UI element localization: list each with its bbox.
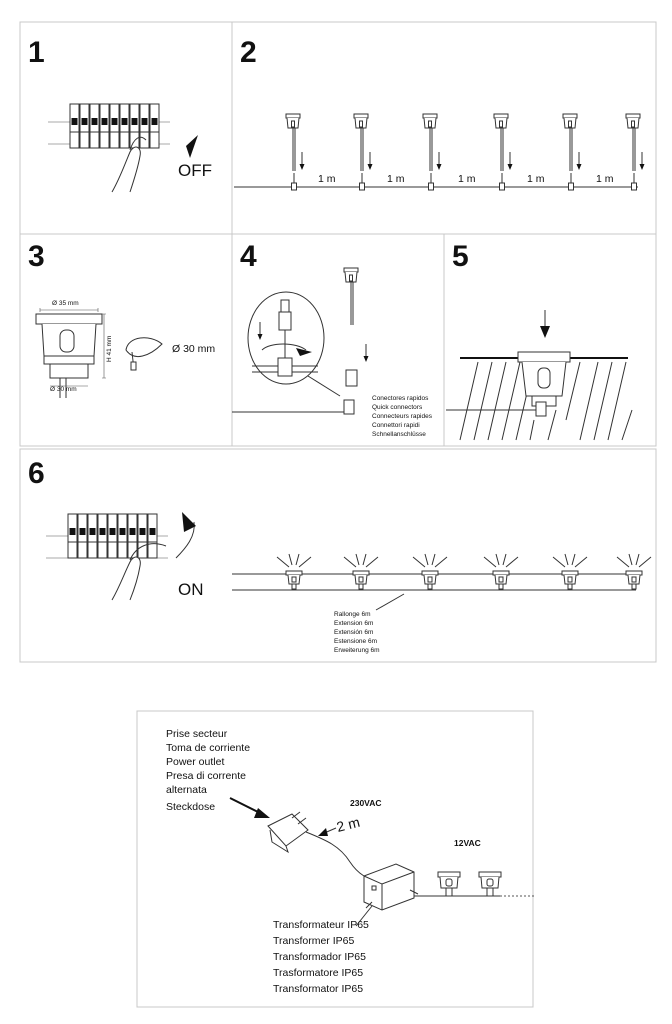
power-outlet-label: Steckdose (166, 801, 215, 813)
transformer-pointer (355, 905, 373, 927)
quick-connectors-label: Conectores rapidos (372, 395, 429, 402)
quick-connector-detail (232, 267, 369, 415)
step-number-2: 2 (240, 36, 257, 69)
step-number-5: 5 (452, 240, 469, 273)
step-number-6: 6 (28, 457, 45, 490)
quick-connectors-label: Connettori rapidi (372, 422, 420, 429)
cable-length-marker (318, 827, 337, 836)
off-arrow-icon (186, 135, 198, 158)
quick-connectors-label: Quick connectors (372, 404, 423, 411)
breaker-panel-on (46, 513, 195, 601)
voltage-in-label: 230VAC (350, 798, 382, 808)
power-outlet-label: Toma de corriente (166, 742, 250, 754)
cable-length-label: 2 m (335, 814, 362, 835)
transformer-label: Transformateur IP65 (273, 919, 369, 931)
panel-6 (19, 448, 657, 663)
bottom-diameter-label: Ø 30 mm (50, 386, 77, 393)
power-outlet-label: alternata (166, 784, 207, 796)
transformer-label: Transformador IP65 (273, 951, 366, 963)
spacing-label: 1 m (387, 173, 405, 185)
pointer-arrow (229, 797, 270, 818)
spot-dimension-drawing (35, 308, 163, 398)
power-outlet-label: Prise secteur (166, 728, 228, 740)
step-number-3: 3 (28, 240, 45, 273)
spacing-label: 1 m (318, 173, 336, 185)
voltage-out-label: 12VAC (454, 838, 481, 848)
transformer-icon (363, 863, 419, 911)
quick-connectors-label: Connecteurs rapides (372, 413, 433, 420)
spot-chain (414, 871, 534, 897)
transformer-label: Transformator IP65 (273, 983, 363, 995)
transformer-label: Transformer IP65 (273, 935, 354, 947)
wall-plug-icon (267, 811, 379, 881)
step-number-4: 4 (240, 240, 257, 273)
height-label: H 41 mm (106, 336, 113, 362)
spacing-label: 1 m (527, 173, 545, 185)
quick-connectors-label: Schnellanschlüsse (372, 431, 426, 438)
spacing-label: 1 m (596, 173, 614, 185)
top-diameter-label: Ø 35 mm (52, 300, 79, 307)
step-number-1: 1 (28, 36, 45, 69)
breaker-panel-off (48, 103, 170, 193)
extension-label: Estensione 6m (334, 638, 377, 645)
ground-insertion (446, 310, 633, 441)
lit-spot-row (232, 553, 652, 611)
panel-wiring (136, 710, 534, 1008)
transformer-label: Trasformatore IP65 (273, 967, 363, 979)
extension-label: Rallonge 6m (334, 611, 371, 618)
extension-label: Extension 6m (334, 620, 373, 627)
power-outlet-label: Presa di corrente (166, 770, 246, 782)
panel-5 (443, 233, 657, 447)
spacing-label: 1 m (458, 173, 476, 185)
on-label: ON (178, 580, 204, 599)
drill-diameter-label: Ø 30 mm (172, 343, 215, 355)
extension-label: Extensión 6m (334, 629, 373, 636)
on-arrow-icon (182, 512, 196, 532)
off-label: OFF (178, 161, 212, 180)
power-outlet-label: Power outlet (166, 756, 224, 768)
extension-label: Erweiterung 6m (334, 647, 380, 654)
